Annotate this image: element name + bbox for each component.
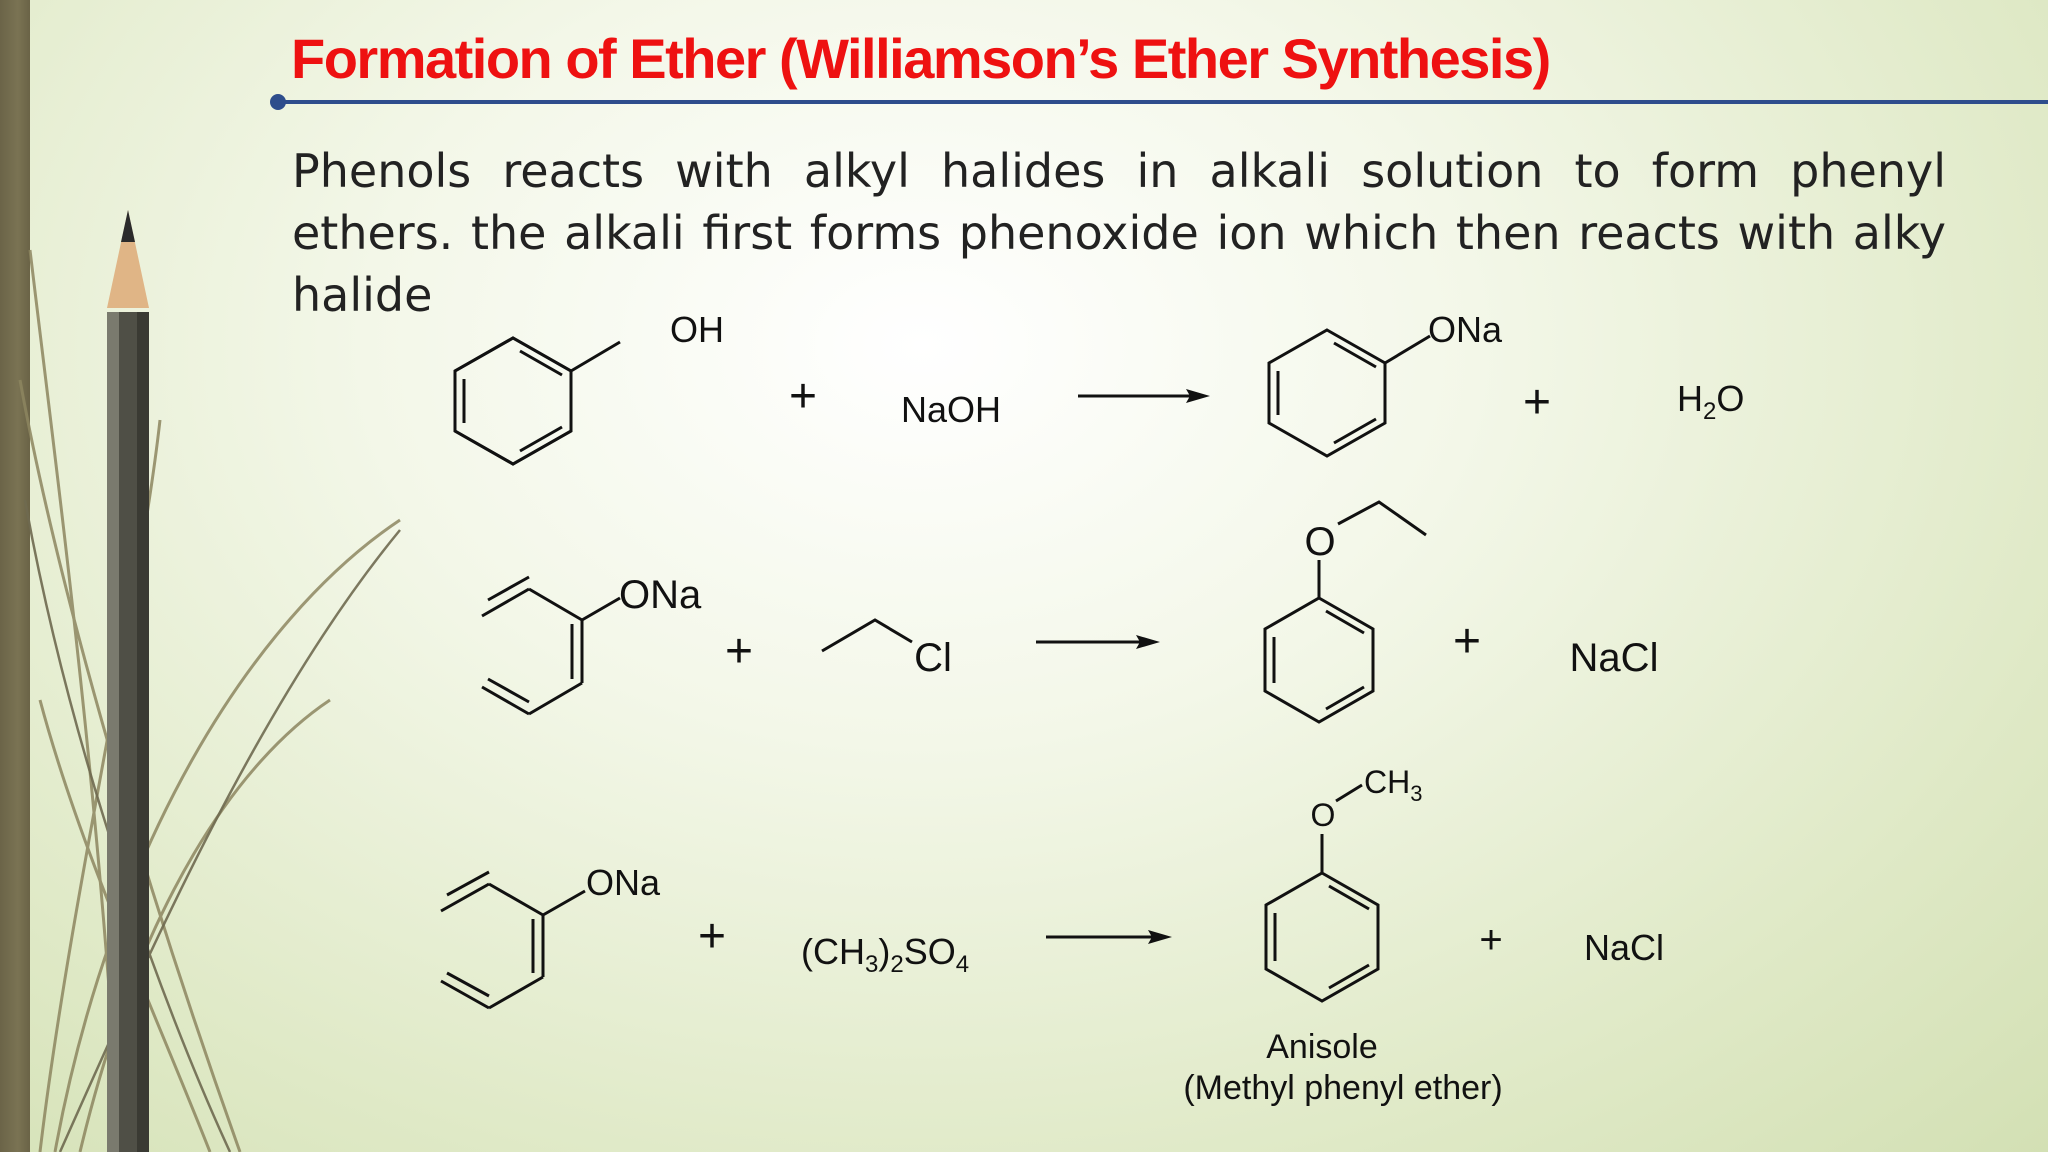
nacl-label: NaCl [1584, 927, 1664, 968]
plus-sign: + [1479, 918, 1502, 962]
chloride-label: Cl [914, 636, 952, 680]
ethyl-chain [821, 618, 913, 653]
product-ona-label: ONa [1428, 309, 1503, 350]
dimethyl-sulfate-label: (CH3)2SO4 [801, 931, 969, 978]
reaction-arrow-2 [1036, 635, 1160, 649]
anisole-oxygen-label: O [1311, 797, 1336, 833]
reaction-arrow-3 [1046, 930, 1172, 944]
nacl-label: NaCl [1570, 636, 1659, 680]
anisole-name: Anisole [1266, 1028, 1378, 1066]
phenoxide-ring [1267, 328, 1431, 458]
plus-sign: + [789, 370, 817, 423]
plus-sign: + [1523, 376, 1551, 429]
anisole-subname: (Methyl phenyl ether) [1183, 1069, 1502, 1107]
water-label: H2O [1677, 378, 1744, 425]
phenoxide-ona-label: ONa [619, 573, 702, 617]
side-bar [0, 0, 30, 1152]
plus-sign: + [698, 910, 726, 963]
methyl-label: CH3 [1364, 764, 1422, 806]
reaction-2: ONa + Cl O + NaCl [481, 500, 1659, 724]
plus-sign: + [725, 625, 753, 678]
intro-paragraph: Phenols reacts with alkyl halides in alk… [292, 144, 1946, 322]
phenol-oh-label: OH [670, 309, 724, 350]
anisole-ring [1264, 783, 1380, 1003]
naoh-label: NaOH [901, 389, 1001, 430]
phenoxide-partial-ring [481, 575, 621, 716]
ether-oxygen-label: O [1304, 520, 1335, 564]
plus-sign: + [1453, 615, 1481, 668]
phenoxide-partial-ring [440, 870, 586, 1010]
water-o: O [1716, 378, 1744, 419]
water-subscript: 2 [1703, 398, 1716, 425]
phenetole-ring [1263, 500, 1427, 724]
title-bullet-dot [270, 94, 286, 110]
reaction-1: OH + NaOH ONa + H2O [453, 309, 1744, 466]
phenoxide-ona-label: ONa [586, 862, 661, 903]
slide-title: Formation of Ether (Williamson’s Ether S… [291, 27, 1551, 90]
pencil-decoration [18, 210, 401, 1152]
reaction-arrow-1 [1078, 389, 1210, 403]
reaction-3: ONa + (CH3)2SO4 O CH3 + NaCl Anisole (Me… [440, 764, 1664, 1107]
water-h: H [1677, 378, 1703, 419]
title-underline [276, 100, 2048, 104]
pencil-icon [107, 210, 149, 1152]
phenol-ring [453, 336, 621, 466]
